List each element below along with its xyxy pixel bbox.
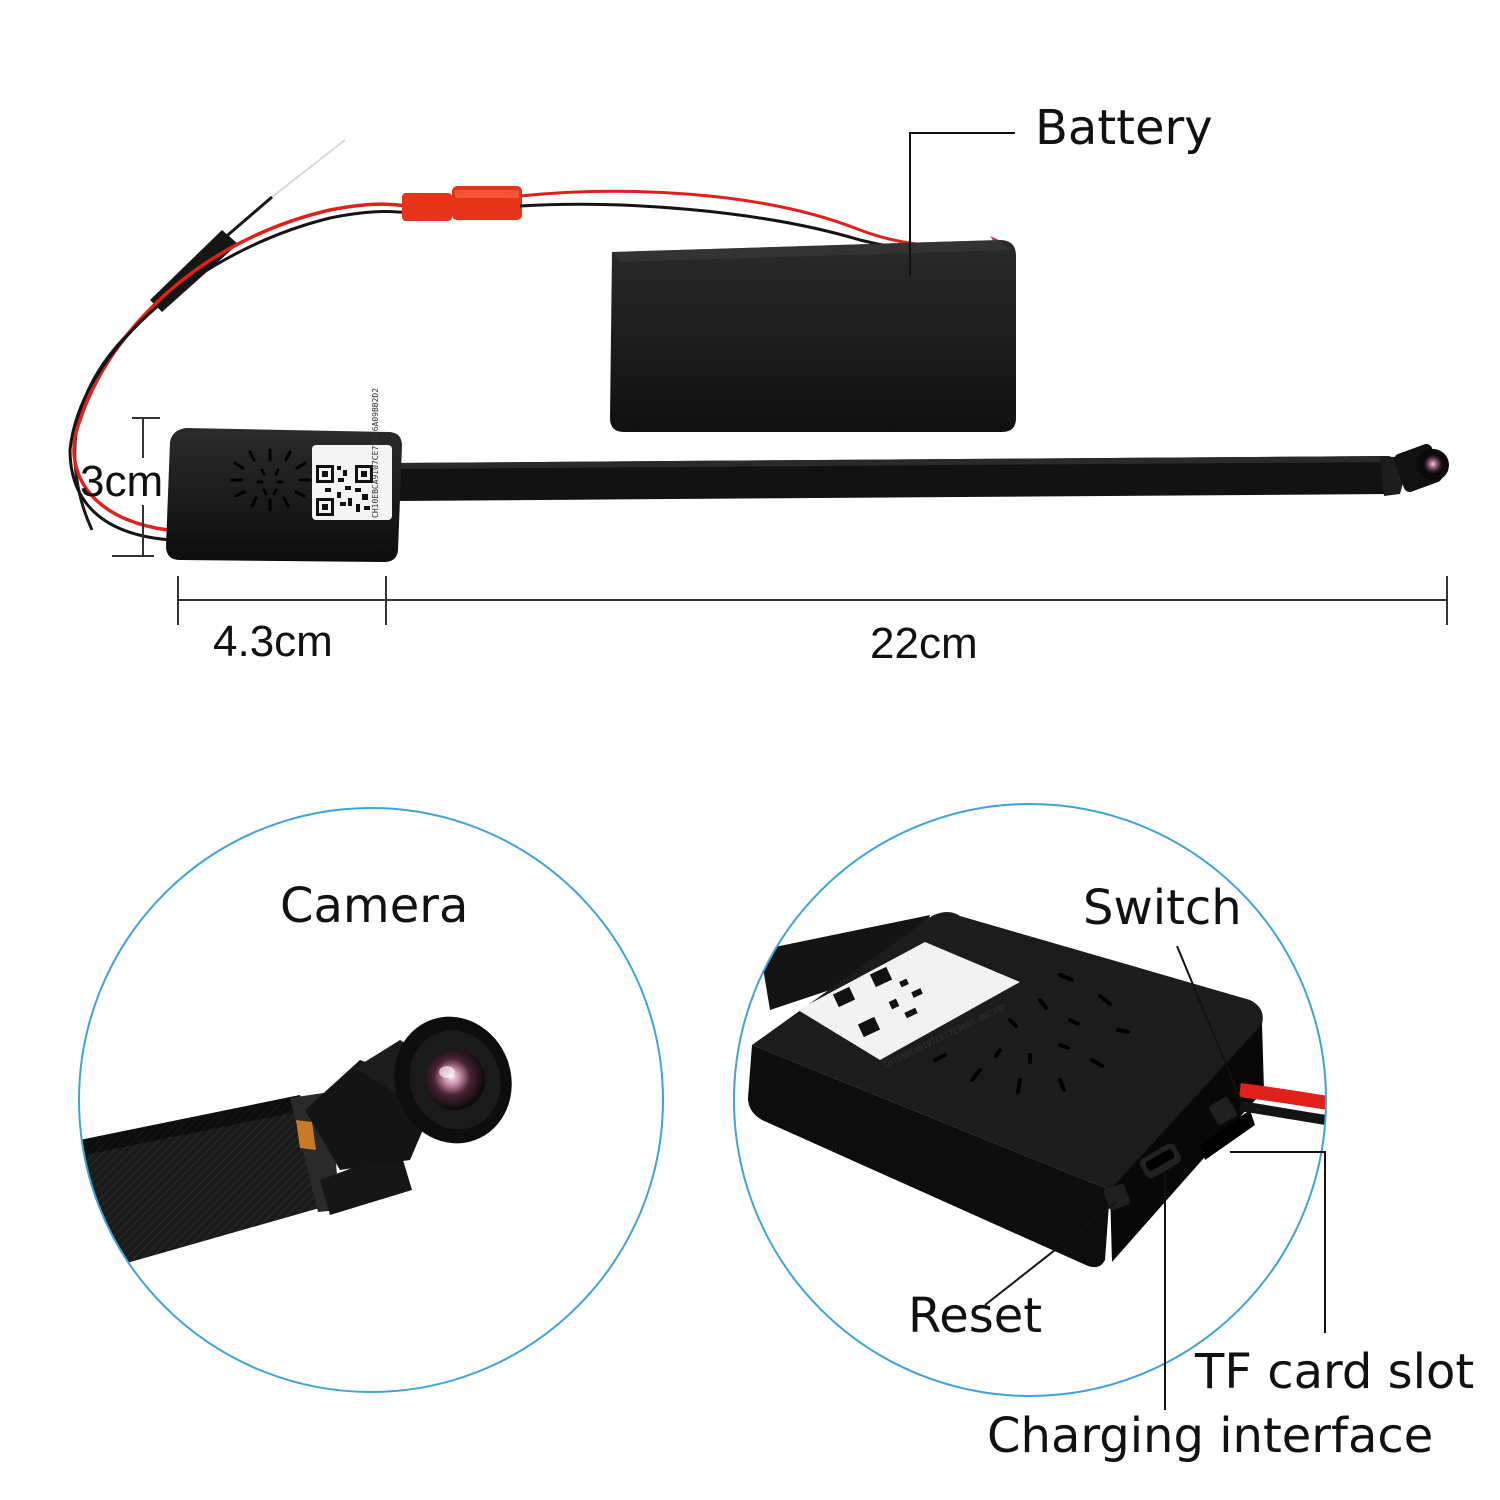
camera-detail-photo xyxy=(80,1016,512,1270)
main-box-top: CH10EBCA9I07CE77E86A09BB2D2 xyxy=(166,388,402,562)
board-detail-circle xyxy=(733,803,1327,1397)
switch-label: Switch xyxy=(1083,880,1242,936)
flex-cable xyxy=(394,456,1410,501)
charging-interface-label: Charging interface xyxy=(987,1408,1434,1464)
reset-label: Reset xyxy=(908,1288,1043,1344)
battery-label: Battery xyxy=(1035,100,1213,156)
tf-card-slot-label: TF card slot xyxy=(1195,1344,1475,1400)
camera-label: Camera xyxy=(280,878,469,934)
camera-module-small xyxy=(1394,444,1449,492)
length-dimension-label: 22cm xyxy=(870,619,978,668)
callout-lines xyxy=(984,945,1326,1410)
camera-detail-circle xyxy=(78,807,664,1393)
battery-pack xyxy=(610,240,1016,432)
board-detail-photo: CH10EBCA9I07CE77E8A09-B6C302 xyxy=(748,912,1326,1268)
battery-leader-line xyxy=(909,132,1015,275)
dimension-lines xyxy=(112,417,1448,625)
height-dimension-label: 3cm xyxy=(80,457,164,506)
device-code-top: CH10EBCA9I07CE77E86A09BB2D2 xyxy=(371,388,380,518)
width-dimension-label: 4.3cm xyxy=(213,617,333,666)
